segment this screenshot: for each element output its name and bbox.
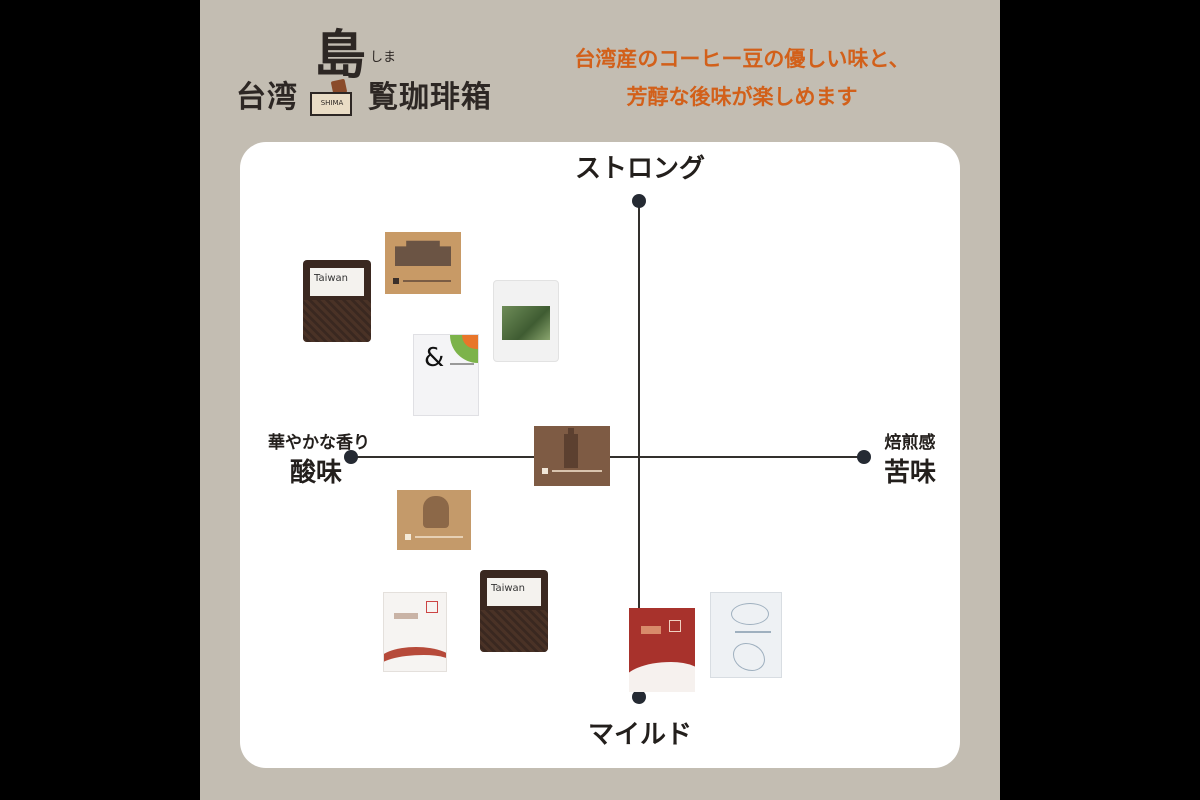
axis-dot-top — [632, 194, 646, 208]
product-ampersand-label: & — [424, 343, 445, 373]
vertical-axis — [638, 202, 640, 698]
logo-text-right: 覧珈琲箱 — [368, 80, 492, 115]
logo-big-character: 島 — [314, 26, 367, 86]
axis-dot-left — [344, 450, 358, 464]
brand-logo: 台湾 島 しま SHIMA 覧珈琲箱 — [236, 30, 516, 120]
logo-text-left: 台湾 — [236, 80, 298, 115]
product-forest-drip-bag[interactable] — [493, 280, 559, 362]
tagline: 台湾産のコーヒー豆の優しい味と、 芳醇な後味が楽しめます — [522, 40, 962, 116]
product-statue-drip-bag[interactable] — [397, 490, 471, 550]
product-taiwan-label-2: Taiwan — [491, 583, 526, 594]
axis-label-strong: ストロング — [574, 154, 705, 184]
product-taiwan-label-1: Taiwan — [314, 273, 349, 284]
product-red-wave-bag-light[interactable] — [383, 592, 447, 672]
axis-dot-bottom — [632, 690, 646, 704]
flavor-map-card: ストロング マイルド 華やかな香り 酸味 焙煎感 苦味 Taiwan & — [240, 142, 960, 768]
axis-label-bitterness: 苦味 — [883, 458, 936, 488]
product-botanical-bag[interactable] — [710, 592, 782, 678]
axis-label-roast: 焙煎感 — [884, 433, 936, 453]
logo-box-icon — [310, 92, 352, 116]
product-red-bag[interactable] — [629, 608, 695, 692]
product-taiwan-ground-bag-1[interactable]: Taiwan — [303, 260, 371, 342]
poster-panel: 台湾 島 しま SHIMA 覧珈琲箱 台湾産のコーヒー豆の優しい味と、 芳醇な後… — [200, 0, 1000, 800]
axis-label-acidity: 酸味 — [289, 458, 342, 488]
product-taiwan-ground-bag-2[interactable]: Taiwan — [480, 570, 548, 652]
tagline-line-2: 芳醇な後味が楽しめます — [626, 85, 858, 109]
product-tower-drip-bag[interactable] — [534, 426, 610, 486]
product-ampersand-bag[interactable]: & — [413, 334, 479, 416]
axis-dot-right — [857, 450, 871, 464]
axis-label-mild: マイルド — [587, 720, 692, 750]
tagline-line-1: 台湾産のコーヒー豆の優しい味と、 — [574, 47, 910, 71]
logo-box-label: SHIMA — [320, 99, 344, 107]
product-building-drip-bag[interactable] — [385, 232, 461, 294]
logo-ruby-text: しま — [370, 50, 397, 65]
axis-label-aroma: 華やかな香り — [268, 433, 370, 453]
